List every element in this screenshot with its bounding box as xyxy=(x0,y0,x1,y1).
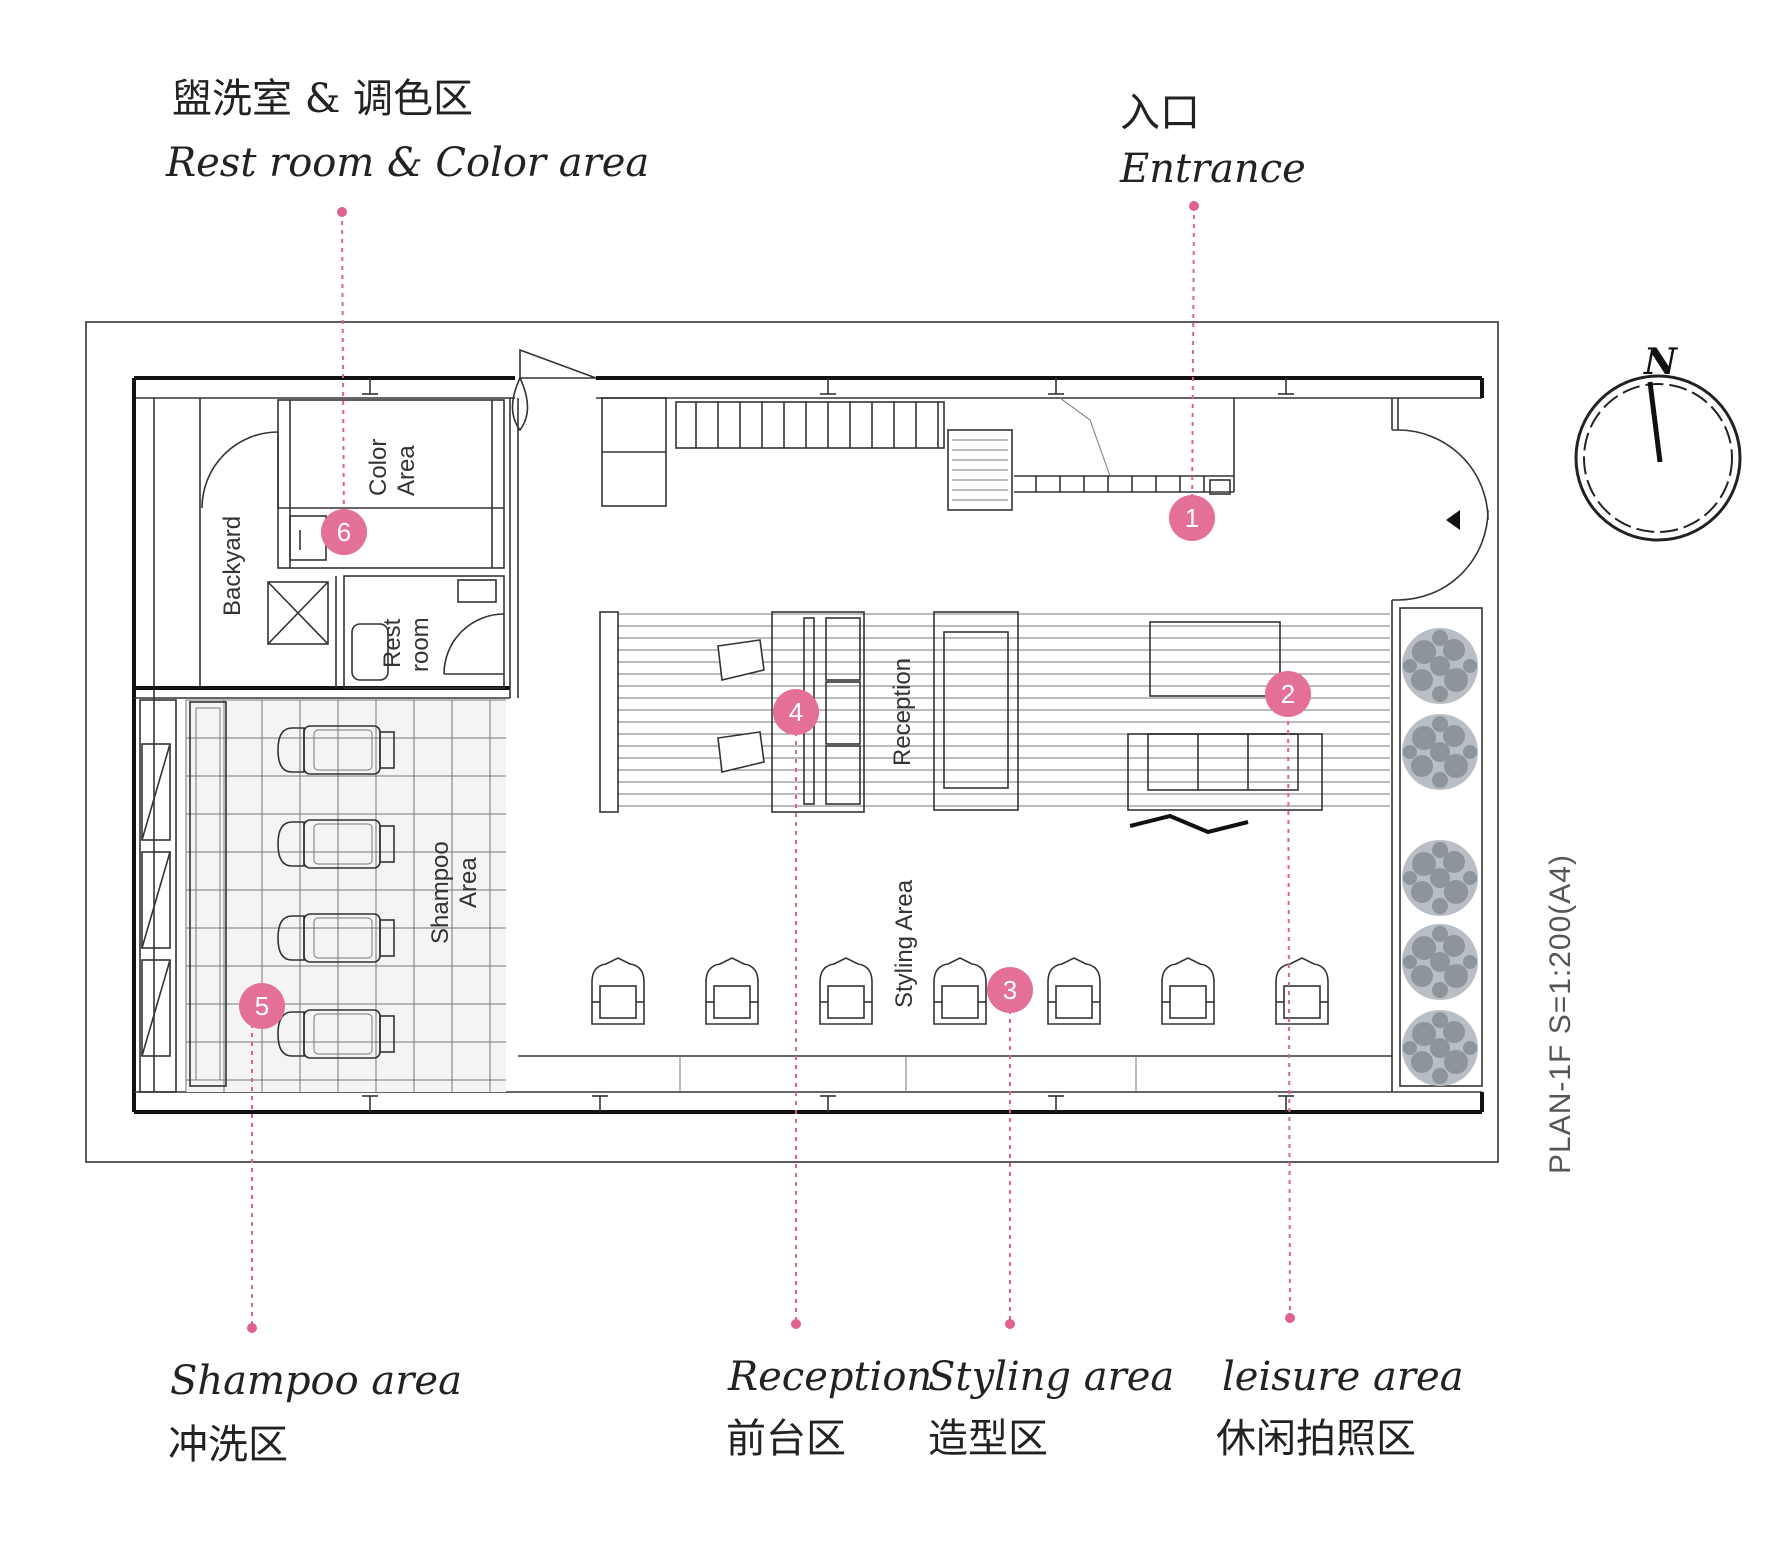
callout-restroom-color: 盥洗室 & 调色区 Rest room & Color area xyxy=(165,76,649,186)
callout-entrance-cn: 入口 xyxy=(1120,90,1200,136)
shampoo-area xyxy=(139,699,506,1093)
callout-entrance: 入口 Entrance xyxy=(1119,90,1306,192)
entrance-door xyxy=(511,348,597,432)
site-boundary xyxy=(85,321,1499,1163)
callout-leisure-en: leisure area xyxy=(1222,1354,1464,1400)
marker-4: 4 xyxy=(773,689,819,735)
callout-reception-en: Reception xyxy=(727,1354,932,1400)
room-label-styling: Styling Area xyxy=(891,879,918,1008)
callout-restroom-color-cn: 盥洗室 & 调色区 xyxy=(172,76,473,122)
svg-text:6: 6 xyxy=(337,517,351,547)
room-label-area: Area xyxy=(393,445,420,496)
callout-shampoo-en: Shampoo area xyxy=(170,1358,462,1404)
callout-reception: Reception 前台区 xyxy=(726,1354,932,1462)
marker-6: 6 xyxy=(321,509,367,555)
svg-text:4: 4 xyxy=(789,697,803,727)
callout-styling: Styling area 造型区 xyxy=(928,1354,1174,1462)
room-label-room: room xyxy=(407,617,434,672)
room-label-reception: Reception xyxy=(889,658,916,766)
svg-text:3: 3 xyxy=(1003,975,1017,1005)
plan-scale-label: PLAN-1F S=1:200(A4) xyxy=(1544,854,1577,1174)
callout-entrance-en: Entrance xyxy=(1119,146,1306,192)
room-label-rest: Rest xyxy=(379,618,406,668)
callout-restroom-color-en: Rest room & Color area xyxy=(165,140,649,186)
room-label-shampoo: Shampoo xyxy=(427,841,454,944)
svg-text:2: 2 xyxy=(1281,679,1295,709)
north-indicator: N xyxy=(1643,341,1679,383)
callout-reception-cn: 前台区 xyxy=(726,1416,846,1462)
room-label-color: Color xyxy=(365,439,392,496)
callout-styling-en: Styling area xyxy=(928,1354,1174,1400)
main-hall xyxy=(518,397,1489,1092)
service-core xyxy=(134,398,519,699)
marker-3: 3 xyxy=(987,967,1033,1013)
callout-leisure: leisure area 休闲拍照区 xyxy=(1216,1354,1464,1462)
callout-shampoo-cn: 冲洗区 xyxy=(168,1422,288,1468)
room-labels: Color Area Backyard Rest room Reception … xyxy=(219,439,918,1008)
marker-5: 5 xyxy=(239,983,285,1029)
callout-shampoo: Shampoo area 冲洗区 xyxy=(168,1358,462,1468)
room-label-backyard: Backyard xyxy=(219,516,246,616)
callout-styling-cn: 造型区 xyxy=(928,1416,1048,1462)
svg-text:1: 1 xyxy=(1185,503,1199,533)
svg-text:5: 5 xyxy=(255,991,269,1021)
leader-lines xyxy=(247,201,1295,1333)
marker-2: 2 xyxy=(1265,671,1311,717)
room-label-shampoo-area: Area xyxy=(455,857,482,908)
callout-leisure-cn: 休闲拍照区 xyxy=(1216,1416,1416,1462)
marker-1: 1 xyxy=(1169,495,1215,541)
compass: N xyxy=(1574,341,1742,542)
